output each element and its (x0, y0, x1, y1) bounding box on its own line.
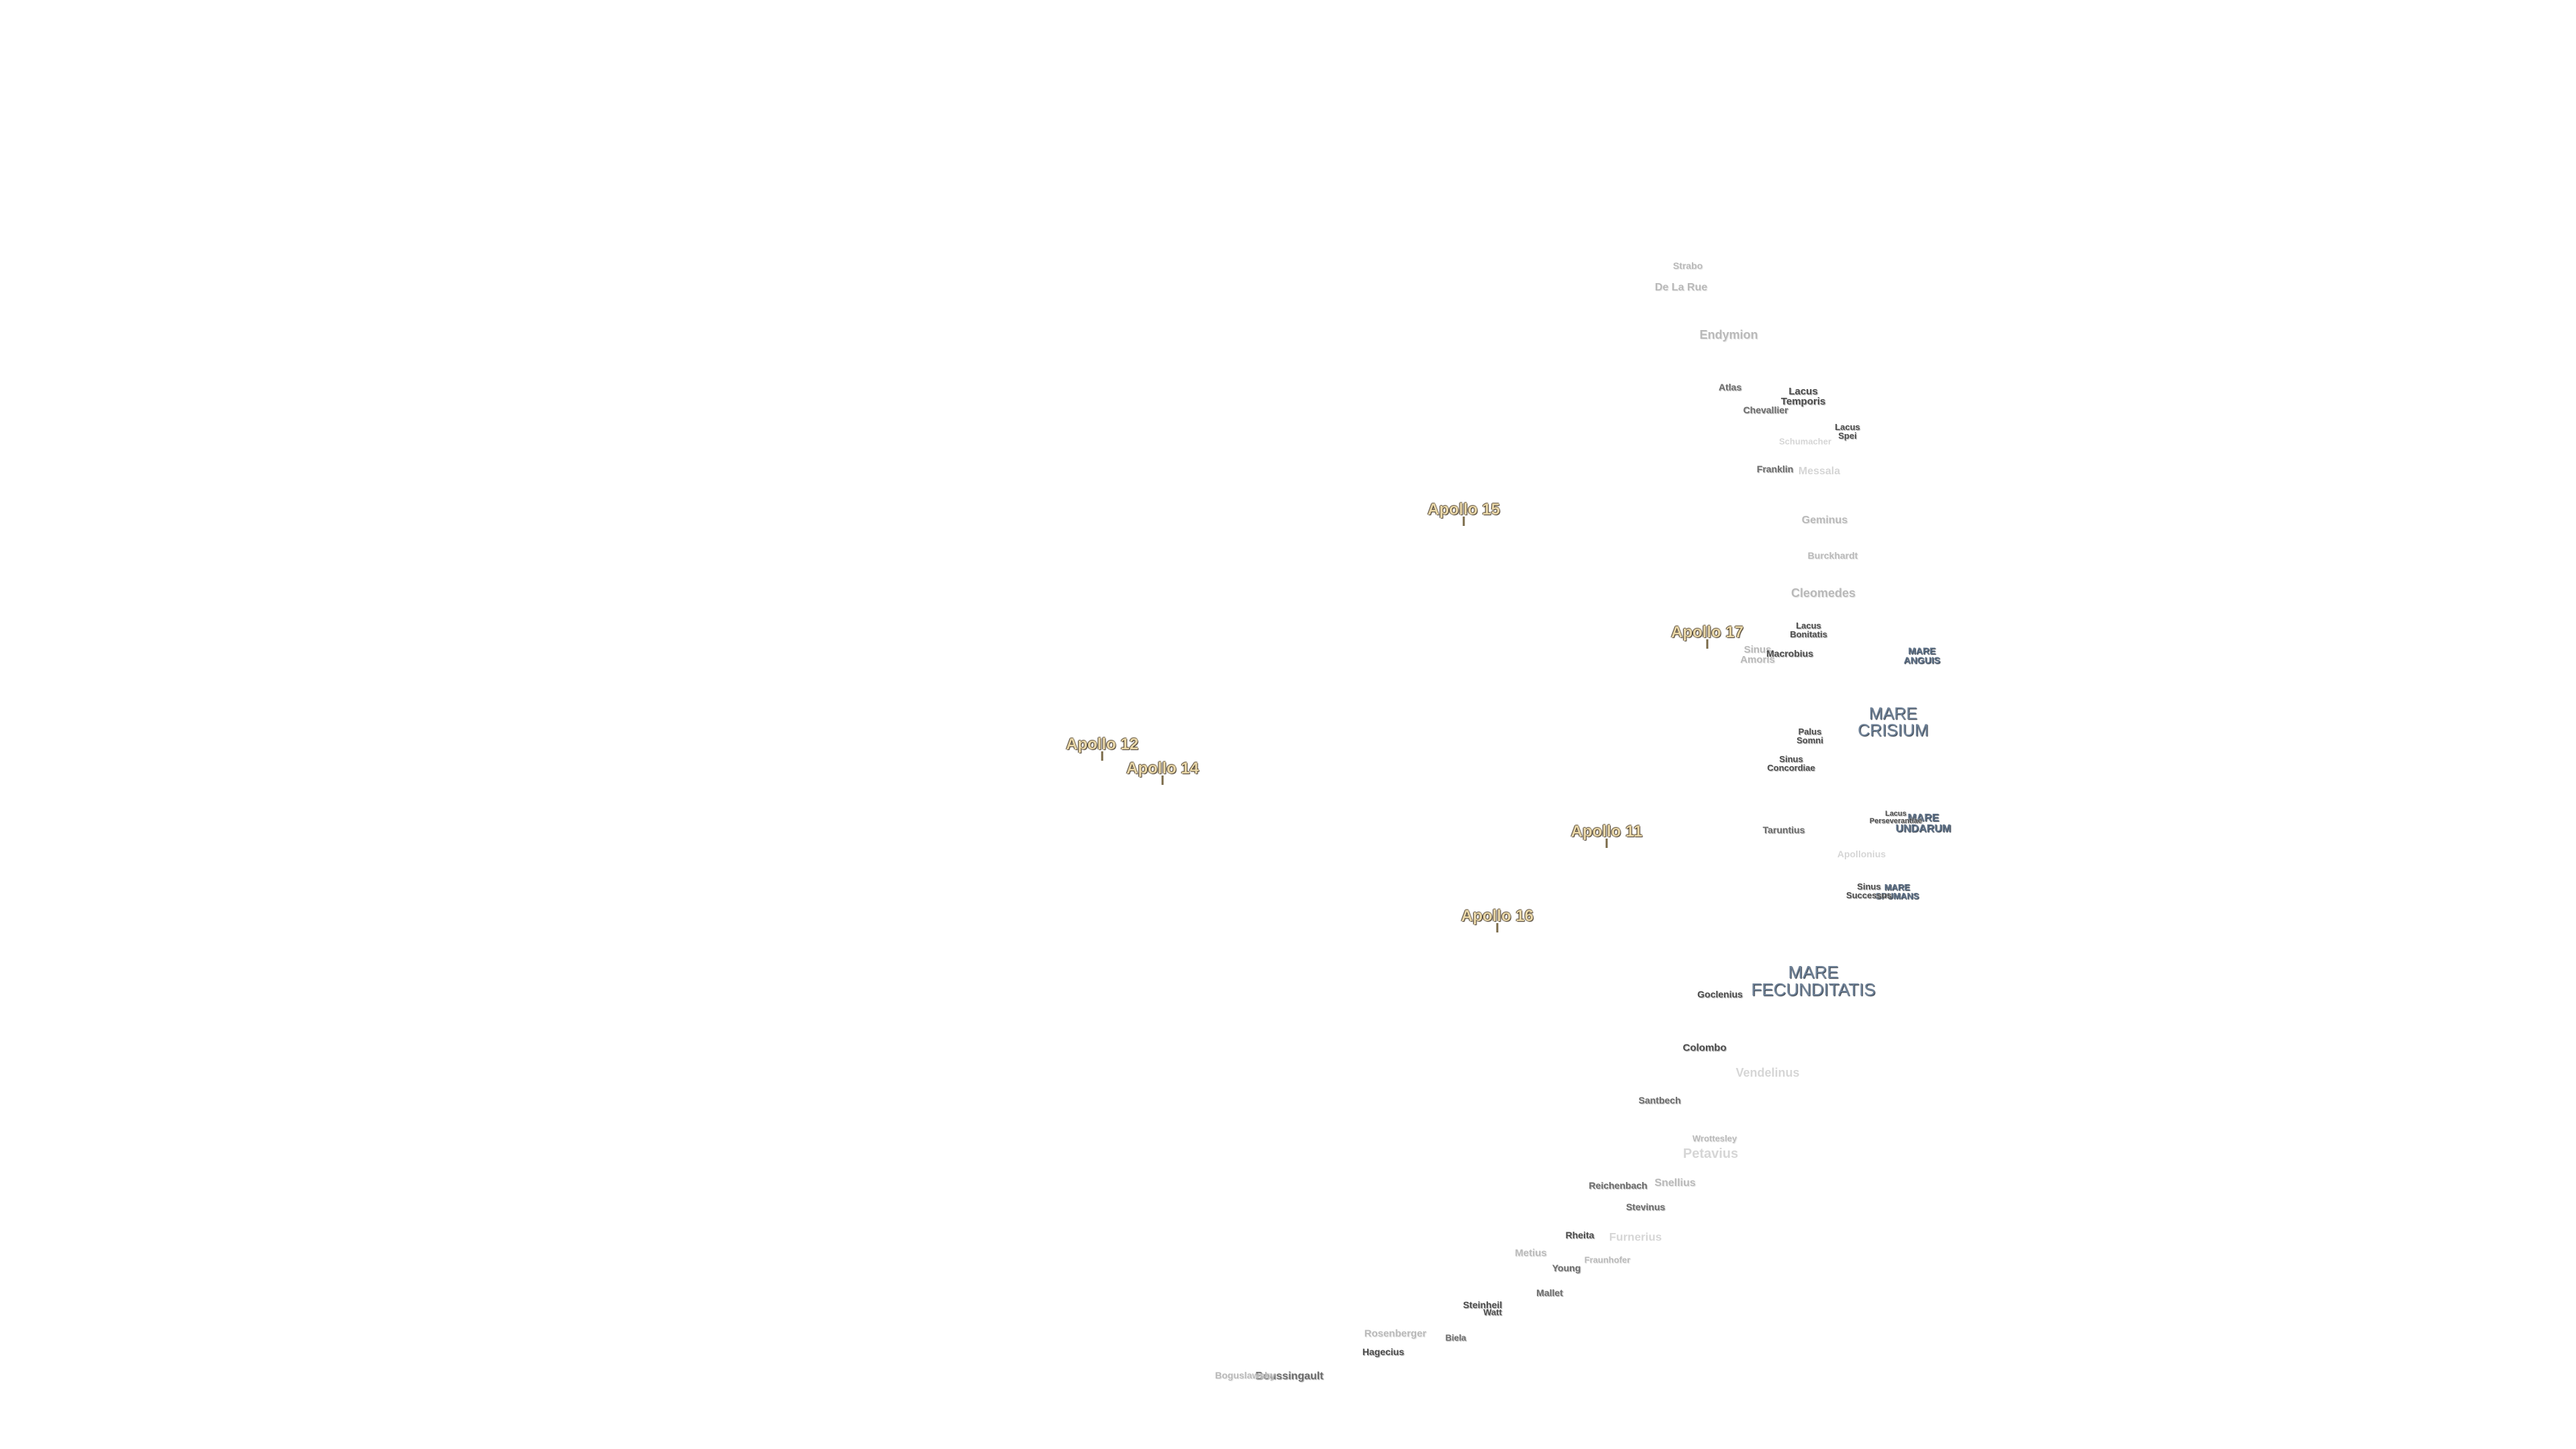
crater-metius-label[interactable]: Metius (1515, 1247, 1547, 1259)
crater-stevinus-label[interactable]: Stevinus (1625, 1201, 1666, 1212)
crater-geminus-label[interactable]: Geminus (1801, 515, 1848, 526)
apollo-17-label[interactable]: Apollo 17 (1670, 623, 1744, 641)
apollo-16-label[interactable]: Apollo 16 (1460, 907, 1534, 925)
crater-watt-label[interactable]: Watt (1483, 1307, 1502, 1318)
apollo-11-marker[interactable] (1605, 839, 1608, 848)
crater-macrobius-label[interactable]: Macrobius (1766, 648, 1814, 659)
palus-somni-label[interactable]: Palus Somni (1796, 727, 1823, 745)
lacus-bonitatis-label[interactable]: Lacus Bonitatis (1790, 621, 1827, 639)
crater-furnerius-label[interactable]: Furnerius (1609, 1230, 1662, 1244)
apollo-16-marker[interactable] (1496, 923, 1499, 932)
crater-wrottesley-label[interactable]: Wrottesley (1692, 1133, 1737, 1144)
apollo-14-marker[interactable] (1161, 775, 1164, 785)
crater-mallet-label[interactable]: Mallet (1536, 1287, 1563, 1298)
apollo-15-marker[interactable] (1462, 517, 1465, 526)
crater-schumacher-label[interactable]: Schumacher (1778, 436, 1832, 447)
crater-boussingault-label[interactable]: Boussingault (1255, 1371, 1324, 1382)
crater-chevallier-label[interactable]: Chevallier (1743, 405, 1788, 415)
crater-strabo-label[interactable]: Strabo (1672, 260, 1703, 271)
crater-messala-label[interactable]: Messala (1798, 466, 1841, 477)
crater-reichenbach-label[interactable]: Reichenbach (1589, 1180, 1648, 1191)
crater-rosenberger-label[interactable]: Rosenberger (1364, 1328, 1427, 1340)
mare-undarum-label[interactable]: MARE UNDARUM (1895, 812, 1951, 835)
crater-fraunhofer-label[interactable]: Fraunhofer (1584, 1254, 1631, 1265)
apollo-12-label[interactable]: Apollo 12 (1065, 735, 1139, 753)
crater-young-label[interactable]: Young (1552, 1263, 1581, 1273)
crater-steinheil-label[interactable]: Steinheil (1462, 1299, 1503, 1310)
apollo-17-marker[interactable] (1706, 639, 1709, 649)
crater-vendelinus-label[interactable]: Vendelinus (1735, 1066, 1800, 1079)
mare-crisium-label[interactable]: MARE CRISIUM (1858, 704, 1929, 740)
crater-franklin-label[interactable]: Franklin (1756, 464, 1794, 474)
crater-santbech-label[interactable]: Santbech (1638, 1095, 1681, 1106)
lacus-perseverantiae-label[interactable]: Lacus Perseverantiae (1869, 810, 1923, 825)
crater-colombo-label[interactable]: Colombo (1682, 1042, 1727, 1054)
crater-snellius-label[interactable]: Snellius (1654, 1177, 1696, 1189)
crater-goclenius-label[interactable]: Goclenius (1697, 989, 1743, 1000)
mare-anguis-label[interactable]: MARE ANGUIS (1903, 645, 1941, 665)
crater-biela-label[interactable]: Biela (1445, 1332, 1466, 1343)
crater-petavius-label[interactable]: Petavius (1682, 1146, 1739, 1161)
crater-taruntius-label[interactable]: Taruntius (1762, 824, 1805, 835)
crater-apollonius-label[interactable]: Apollonius (1837, 849, 1886, 859)
crater-burckhardt-label[interactable]: Burckhardt (1807, 550, 1858, 561)
apollo-12-marker[interactable] (1101, 751, 1104, 761)
mare-fecunditatis-label[interactable]: MARE FECUNDITATIS (1751, 962, 1876, 1000)
crater-boguslawsky-label[interactable]: Boguslawsky (1215, 1370, 1275, 1381)
sinus-successus-label[interactable]: Sinus Successus (1846, 881, 1892, 900)
crater-endymion-label[interactable]: Endymion (1699, 328, 1758, 341)
lacus-spei-label[interactable]: Lacus Spei (1835, 422, 1860, 441)
crater-de-la-rue-label[interactable]: De La Rue (1654, 282, 1708, 293)
sinus-concordiae-label[interactable]: Sinus Concordiae (1767, 754, 1815, 773)
apollo-15-label[interactable]: Apollo 15 (1427, 500, 1501, 519)
crater-hagecius-label[interactable]: Hagecius (1362, 1346, 1405, 1357)
lacus-temporis-label[interactable]: Lacus Temporis (1780, 386, 1826, 407)
apollo-14-label[interactable]: Apollo 14 (1126, 759, 1199, 777)
mare-spumans-label[interactable]: MARE SPUMANS (1875, 882, 1919, 901)
crater-atlas-label[interactable]: Atlas (1718, 382, 1742, 392)
crater-cleomedes-label[interactable]: Cleomedes (1790, 586, 1856, 600)
apollo-11-label[interactable]: Apollo 11 (1570, 822, 1643, 841)
crater-rheita-label[interactable]: Rheita (1565, 1230, 1595, 1240)
sinus-amoris-label[interactable]: Sinus Amoris (1740, 644, 1775, 665)
